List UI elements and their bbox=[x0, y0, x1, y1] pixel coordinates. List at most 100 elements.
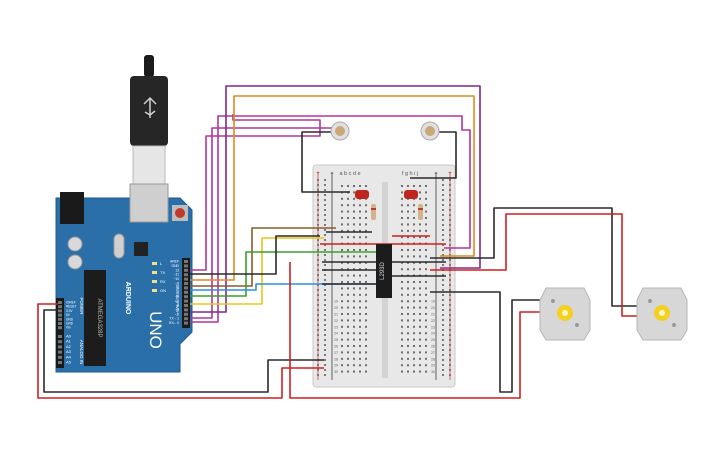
wire-black-lower[interactable] bbox=[43, 309, 324, 393]
rail-hole[interactable] bbox=[317, 354, 319, 356]
breadboard-hole[interactable] bbox=[347, 210, 349, 213]
rail-hole[interactable] bbox=[317, 269, 319, 271]
breadboard-hole[interactable] bbox=[347, 204, 349, 207]
breadboard-hole[interactable] bbox=[413, 293, 415, 296]
breadboard-hole[interactable] bbox=[341, 281, 343, 283]
rail-hole[interactable] bbox=[442, 194, 444, 196]
breadboard-hole[interactable] bbox=[353, 351, 355, 354]
rail-hole[interactable] bbox=[449, 319, 451, 321]
breadboard-hole[interactable] bbox=[365, 281, 367, 283]
rail-hole[interactable] bbox=[317, 339, 319, 341]
breadboard-hole[interactable] bbox=[353, 249, 355, 251]
rail-hole[interactable] bbox=[442, 364, 444, 366]
breadboard-hole[interactable] bbox=[413, 332, 415, 335]
breadboard-hole[interactable] bbox=[419, 345, 421, 347]
breadboard-hole[interactable] bbox=[341, 236, 343, 239]
rail-hole[interactable] bbox=[324, 304, 326, 306]
breadboard-hole[interactable] bbox=[359, 293, 361, 296]
power-pin[interactable] bbox=[58, 309, 62, 313]
breadboard-hole[interactable] bbox=[413, 319, 415, 322]
breadboard-hole[interactable] bbox=[425, 364, 427, 367]
breadboard-hole[interactable] bbox=[419, 249, 421, 251]
rail-hole[interactable] bbox=[324, 214, 326, 216]
rail-hole[interactable] bbox=[317, 349, 319, 351]
rail-hole[interactable] bbox=[449, 224, 451, 226]
rail-hole[interactable] bbox=[324, 339, 326, 341]
breadboard-hole[interactable] bbox=[347, 281, 349, 283]
breadboard-hole[interactable] bbox=[401, 319, 403, 322]
breadboard-hole[interactable] bbox=[353, 197, 355, 200]
rail-hole[interactable] bbox=[449, 364, 451, 366]
breadboard-hole[interactable] bbox=[401, 332, 403, 335]
rail-hole[interactable] bbox=[324, 244, 326, 246]
wire-black-gnd[interactable] bbox=[190, 235, 320, 275]
rail-hole[interactable] bbox=[317, 304, 319, 306]
rail-hole[interactable] bbox=[324, 364, 326, 366]
resistor-right[interactable] bbox=[418, 204, 423, 220]
wire-motor2-red[interactable] bbox=[430, 213, 638, 317]
breadboard-hole[interactable] bbox=[347, 255, 349, 258]
rail-hole[interactable] bbox=[449, 284, 451, 286]
rail-hole[interactable] bbox=[317, 199, 319, 201]
breadboard-hole[interactable] bbox=[341, 345, 343, 347]
breadboard-hole[interactable] bbox=[365, 204, 367, 207]
breadboard-hole[interactable] bbox=[359, 364, 361, 367]
rail-hole[interactable] bbox=[317, 204, 319, 206]
rail-hole[interactable] bbox=[449, 329, 451, 331]
wire-motor2-black[interactable] bbox=[430, 207, 638, 307]
breadboard-hole[interactable] bbox=[413, 300, 415, 303]
breadboard-hole[interactable] bbox=[353, 281, 355, 283]
breadboard-hole[interactable] bbox=[365, 345, 367, 347]
rail-hole[interactable] bbox=[317, 249, 319, 251]
rail-hole[interactable] bbox=[449, 189, 451, 191]
breadboard-hole[interactable] bbox=[359, 223, 361, 226]
breadboard-hole[interactable] bbox=[419, 281, 421, 283]
rail-hole[interactable] bbox=[442, 304, 444, 306]
breadboard-hole[interactable] bbox=[353, 300, 355, 303]
rail-hole[interactable] bbox=[449, 264, 451, 266]
rail-hole[interactable] bbox=[449, 184, 451, 186]
rail-hole[interactable] bbox=[442, 299, 444, 301]
breadboard-hole[interactable] bbox=[353, 293, 355, 296]
breadboard-hole[interactable] bbox=[341, 197, 343, 200]
rail-hole[interactable] bbox=[317, 194, 319, 196]
rail-hole[interactable] bbox=[442, 259, 444, 261]
breadboard-hole[interactable] bbox=[365, 185, 367, 187]
dc-motor-2[interactable] bbox=[636, 287, 688, 341]
breadboard-hole[interactable] bbox=[401, 197, 403, 200]
breadboard-hole[interactable] bbox=[353, 325, 355, 328]
digital-pin[interactable] bbox=[184, 312, 188, 316]
digital-pin[interactable] bbox=[184, 295, 188, 299]
rail-hole[interactable] bbox=[324, 359, 326, 361]
rail-hole[interactable] bbox=[449, 219, 451, 221]
rail-hole[interactable] bbox=[317, 329, 319, 331]
rail-hole[interactable] bbox=[324, 239, 326, 241]
breadboard-hole[interactable] bbox=[365, 255, 367, 258]
breadboard-hole[interactable] bbox=[407, 287, 409, 290]
digital-pin[interactable] bbox=[184, 286, 188, 290]
rail-hole[interactable] bbox=[442, 284, 444, 286]
breadboard-hole[interactable] bbox=[425, 249, 427, 251]
rail-hole[interactable] bbox=[449, 244, 451, 246]
rail-hole[interactable] bbox=[324, 354, 326, 356]
breadboard-hole[interactable] bbox=[347, 274, 349, 277]
breadboard-hole[interactable] bbox=[407, 249, 409, 251]
breadboard-hole[interactable] bbox=[413, 338, 415, 341]
led-left[interactable] bbox=[355, 190, 369, 199]
rail-hole[interactable] bbox=[449, 229, 451, 231]
breadboard-hole[interactable] bbox=[425, 370, 427, 373]
rail-hole[interactable] bbox=[449, 214, 451, 216]
breadboard-hole[interactable] bbox=[413, 345, 415, 347]
breadboard-hole[interactable] bbox=[401, 300, 403, 303]
rail-hole[interactable] bbox=[317, 344, 319, 346]
breadboard-hole[interactable] bbox=[401, 217, 403, 219]
breadboard-hole[interactable] bbox=[347, 319, 349, 322]
breadboard-hole[interactable] bbox=[425, 338, 427, 341]
breadboard-hole[interactable] bbox=[419, 357, 421, 360]
rail-hole[interactable] bbox=[317, 239, 319, 241]
rail-hole[interactable] bbox=[442, 209, 444, 211]
breadboard-hole[interactable] bbox=[401, 236, 403, 239]
breadboard-hole[interactable] bbox=[365, 351, 367, 354]
breadboard-hole[interactable] bbox=[347, 197, 349, 200]
